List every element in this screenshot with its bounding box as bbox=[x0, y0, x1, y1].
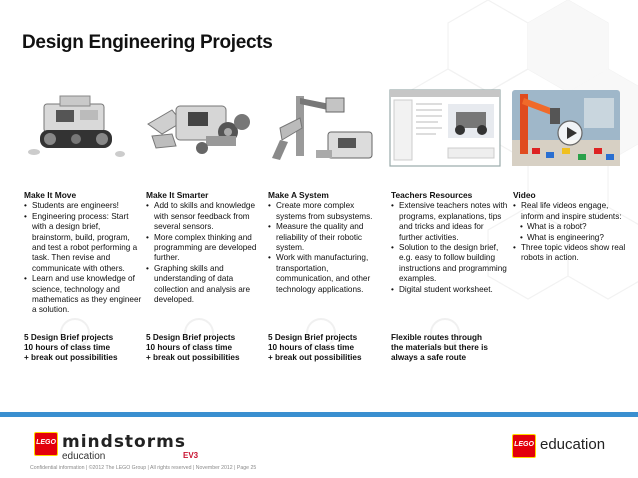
footer-line: the materials but there is bbox=[391, 343, 488, 353]
column-make-it-smarter: Make It Smarter Add to skills and knowle… bbox=[146, 190, 264, 305]
column-make-it-move: Make It Move Students are engineers! Eng… bbox=[24, 190, 142, 316]
watermark-circle-1 bbox=[60, 318, 90, 348]
gripper-robot-image bbox=[147, 105, 250, 154]
column-heading: Make It Smarter bbox=[146, 190, 209, 200]
column-make-a-system: Make A System Create more complex system… bbox=[268, 190, 386, 295]
bullet-item: Graphing skills and understanding of dat… bbox=[146, 264, 264, 306]
bullet-item: Students are engineers! bbox=[24, 201, 142, 212]
page-title: Design Engineering Projects bbox=[22, 32, 273, 53]
column-heading: Teachers Resources bbox=[391, 190, 473, 200]
footer-line: 5 Design Brief projects bbox=[146, 333, 236, 342]
lego-logo-text: LEGO bbox=[36, 439, 56, 446]
column-teachers-resources: Teachers Resources Extensive teachers no… bbox=[391, 190, 509, 295]
bullet-item: Learn and use knowledge of science, tech… bbox=[24, 274, 142, 316]
bullet-item: Digital student worksheet. bbox=[391, 285, 509, 296]
bullet-item: Real life videos engage, inform and insp… bbox=[513, 201, 627, 222]
bullet-item: More complex thinking and programming ar… bbox=[146, 233, 264, 264]
play-video-button[interactable] bbox=[557, 120, 583, 146]
bullet-list: Create more complex systems from subsyst… bbox=[268, 201, 386, 295]
footer-line: 5 Design Brief projects bbox=[268, 333, 358, 342]
bullet-item: Add to skills and knowledge with sensor … bbox=[146, 201, 264, 232]
column-footer: 5 Design Brief projects 10 hours of clas… bbox=[24, 333, 144, 364]
sub-bullet-item: What is a robot? bbox=[513, 222, 627, 233]
lego-logo-left: LEGO bbox=[34, 432, 58, 456]
bullet-item: Solution to the design brief, e.g. easy … bbox=[391, 243, 509, 285]
footer-line: 10 hours of class time bbox=[146, 343, 233, 353]
bullet-list: Students are engineers! Engineering proc… bbox=[24, 201, 142, 315]
bullet-item: Three topic videos show real robots in a… bbox=[513, 243, 627, 264]
mindstorms-wordmark: mindstorms bbox=[62, 432, 186, 452]
accent-divider bbox=[0, 412, 638, 417]
sub-bullet-item: What is engineering? bbox=[513, 233, 627, 244]
watermark-circle-3 bbox=[306, 318, 336, 348]
footer-line: + break out possibilities bbox=[268, 353, 362, 363]
lego-logo-right: LEGO bbox=[512, 434, 536, 458]
mindstorms-education-label: education bbox=[62, 451, 106, 462]
footer-line: + break out possibilities bbox=[146, 353, 240, 363]
column-heading: Video bbox=[513, 190, 536, 200]
footer-line: 10 hours of class time bbox=[268, 343, 355, 353]
lego-education-wordmark: education bbox=[540, 436, 606, 453]
bullet-item: Create more complex systems from subsyst… bbox=[268, 201, 386, 222]
bullet-item: Work with manufacturing, transportation,… bbox=[268, 253, 386, 295]
footer-line: 10 hours of class time bbox=[24, 343, 111, 353]
confidential-notice: Confidential information | ©2012 The LEG… bbox=[30, 465, 257, 471]
bullet-item: Extensive teachers notes with programs, … bbox=[391, 201, 509, 243]
bullet-list: Add to skills and knowledge with sensor … bbox=[146, 201, 264, 305]
project-images-strip bbox=[20, 88, 620, 168]
ev3-label: EV3 bbox=[183, 451, 199, 460]
column-heading: Make A System bbox=[268, 190, 329, 200]
footer-line: always a safe route bbox=[391, 353, 467, 363]
robotic-arm-system-image bbox=[272, 96, 373, 160]
bullet-item: Engineering process: Start with a design… bbox=[24, 212, 142, 274]
column-footer: 5 Design Brief projects 10 hours of clas… bbox=[146, 333, 266, 364]
bullet-list: Real life videos engage, inform and insp… bbox=[513, 201, 627, 263]
footer-line: Flexible routes through bbox=[391, 333, 482, 342]
bullet-list: Extensive teachers notes with programs, … bbox=[391, 201, 509, 295]
teacher-resources-screenshot-image bbox=[389, 89, 501, 167]
lego-logo-text: LEGO bbox=[514, 441, 534, 448]
column-footer: 5 Design Brief projects 10 hours of clas… bbox=[268, 333, 388, 364]
bullet-item: Measure the quality and reliability of t… bbox=[268, 222, 386, 253]
footer-line: + break out possibilities bbox=[24, 353, 118, 363]
watermark-circle-4 bbox=[430, 318, 460, 348]
watermark-circle-2 bbox=[184, 318, 214, 348]
column-video: Video Real life videos engage, inform an… bbox=[513, 190, 627, 264]
column-footer: Flexible routes through the materials bu… bbox=[391, 333, 511, 364]
footer-line: 5 Design Brief projects bbox=[24, 333, 114, 342]
tracked-robot-image bbox=[28, 95, 125, 157]
column-heading: Make It Move bbox=[24, 190, 77, 200]
